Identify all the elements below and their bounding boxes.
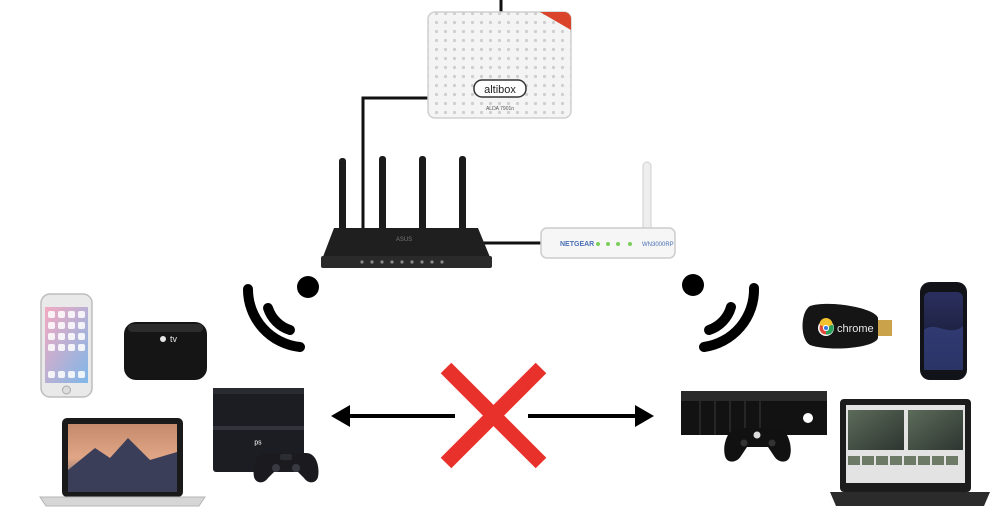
laptop-icon [830, 399, 990, 506]
wifi-left-icon [242, 276, 319, 352]
modem-router-cable [361, 96, 430, 240]
galaxy-phone-icon [920, 282, 967, 380]
xbox-icon [681, 391, 827, 435]
svg-text:ᵖˢ: ᵖˢ [254, 439, 262, 450]
modem-icon: altibox ALDA 7901n [427, 11, 572, 119]
router-brand-label: ASUS [396, 237, 412, 243]
extender-brand-label: NETGEAR [560, 241, 594, 248]
extender-model-label: WN3000RP [642, 242, 674, 248]
xbox-controller-icon [724, 428, 791, 462]
macbook-icon [39, 418, 206, 507]
chromecast-label: chrome [837, 323, 874, 335]
wires [361, 0, 546, 245]
apple-tv-label: tv [170, 334, 178, 344]
router-icon: ASUS [321, 156, 492, 268]
apple-tv-icon: tv [124, 322, 207, 380]
modem-model-label: ALDA 7901n [486, 106, 514, 112]
blocked-cross-icon [440, 362, 547, 469]
arrow-left-icon [331, 405, 455, 427]
ps4-controller-icon [253, 453, 319, 483]
extender-icon: NETGEAR WN3000RP [540, 161, 676, 259]
ps4-icon: ᵖˢ [213, 388, 304, 472]
modem-accent [540, 12, 571, 30]
modem-brand-label: altibox [484, 84, 516, 96]
iphone-icon [40, 293, 93, 398]
chromecast-icon: chrome [802, 303, 892, 349]
arrow-right-icon [528, 405, 654, 427]
wifi-right-icon [682, 274, 760, 352]
